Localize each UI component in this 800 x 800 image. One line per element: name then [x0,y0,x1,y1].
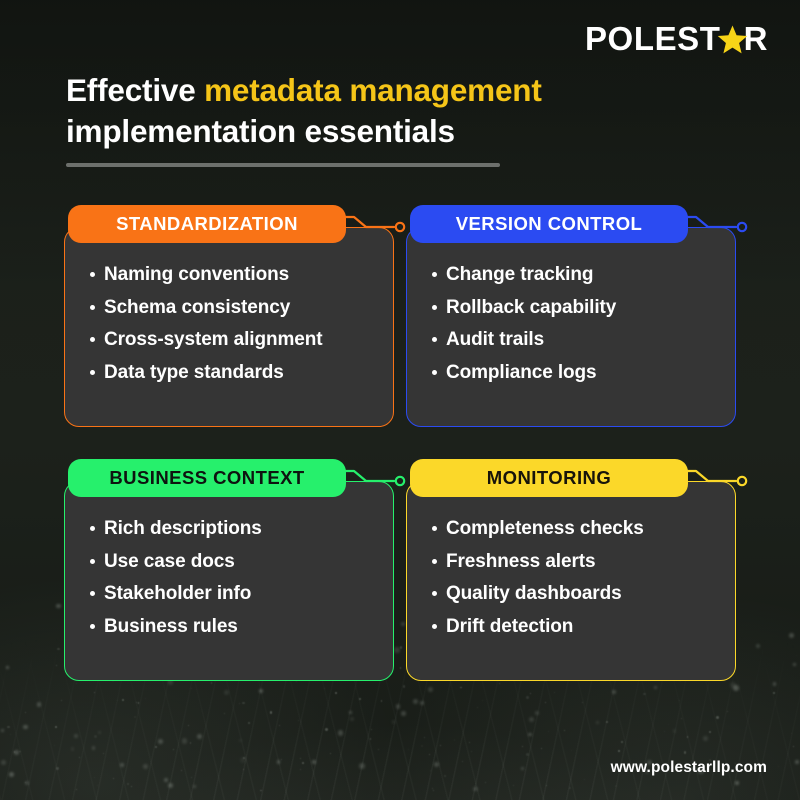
page-title: Effective metadata management implementa… [66,70,706,167]
bullet-dot-icon [90,591,95,596]
list-item: Rollback capability [432,298,718,317]
list-item: Drift detection [432,617,718,636]
card-header-label: BUSINESS CONTEXT [109,467,305,488]
list-item-label: Drift detection [446,615,574,637]
card-header-label: MONITORING [486,467,612,488]
bullet-dot-icon [90,526,95,531]
circuit-connector-icon [336,205,414,245]
logo-wordmark: POLEST R [585,22,768,55]
list-item-label: Change tracking [446,264,594,285]
list-item-label: Compliance logs [446,361,597,383]
list-item: Schema consistency [90,298,376,317]
list-item: Rich descriptions [90,519,376,538]
star-icon [717,24,748,55]
list-item-label: Business rules [104,615,238,637]
bullet-dot-icon [432,558,437,564]
list-item: Freshness alerts [432,552,718,571]
card-header-monitoring[interactable]: MONITORING [410,459,688,497]
title-line2: implementation essentials [66,112,455,149]
bullet-dot-icon [432,272,437,277]
bullet-dot-icon [90,623,95,629]
polestar-logo: POLEST R [585,22,768,55]
list-item-label: Rich descriptions [104,518,262,539]
circuit-connector-icon [678,459,756,499]
list-item: Business rules [90,617,376,636]
list-item: Quality dashboards [432,584,718,603]
list-item-label: Data type standards [104,361,284,383]
title-heading: Effective metadata management implementa… [66,70,706,152]
title-underline-rule [66,162,500,167]
title-line1-plain: Effective [66,72,205,108]
list-item-label: Audit trails [446,329,545,350]
bullet-dot-icon [90,304,95,310]
card-header-standardization[interactable]: STANDARDIZATION [68,205,346,243]
card-header-business-context[interactable]: BUSINESS CONTEXT [68,459,346,497]
list-item-label: Completeness checks [446,518,644,539]
circuit-connector-icon [336,459,414,499]
list-item: Cross-system alignment [90,330,376,349]
bullet-dot-icon [432,591,437,596]
footer-website[interactable]: www.polestarllp.com [610,759,767,776]
list-item-label: Naming conventions [104,264,290,285]
list-item: Compliance logs [432,363,718,382]
bullet-dot-icon [90,337,95,342]
logo-text-before: POLEST [584,20,721,57]
bullet-dot-icon [90,558,95,564]
list-item-label: Cross-system alignment [104,329,323,350]
list-item-label: Quality dashboards [446,583,622,604]
list-item-label: Use case docs [104,550,235,572]
title-line1-highlight: metadata management [204,72,542,108]
bullet-dot-icon [90,272,95,277]
bullet-dot-icon [432,304,437,310]
list-item: Completeness checks [432,519,718,538]
bullet-dot-icon [90,369,95,375]
list-item-label: Schema consistency [104,296,291,318]
bullet-dot-icon [432,369,437,375]
list-item-label: Rollback capability [446,296,617,318]
bullet-dot-icon [432,337,437,342]
list-item: Naming conventions [90,265,376,284]
circuit-connector-icon [678,205,756,245]
list-item: Use case docs [90,552,376,571]
list-item: Change tracking [432,265,718,284]
bullet-dot-icon [432,526,437,531]
list-item-label: Stakeholder info [104,583,252,604]
list-item-label: Freshness alerts [446,550,596,572]
card-header-label: VERSION CONTROL [455,213,643,234]
list-item: Data type standards [90,363,376,382]
list-item: Stakeholder info [90,584,376,603]
card-header-version-control[interactable]: VERSION CONTROL [410,205,688,243]
bullet-dot-icon [432,623,437,629]
list-item: Audit trails [432,330,718,349]
card-header-label: STANDARDIZATION [116,213,298,234]
